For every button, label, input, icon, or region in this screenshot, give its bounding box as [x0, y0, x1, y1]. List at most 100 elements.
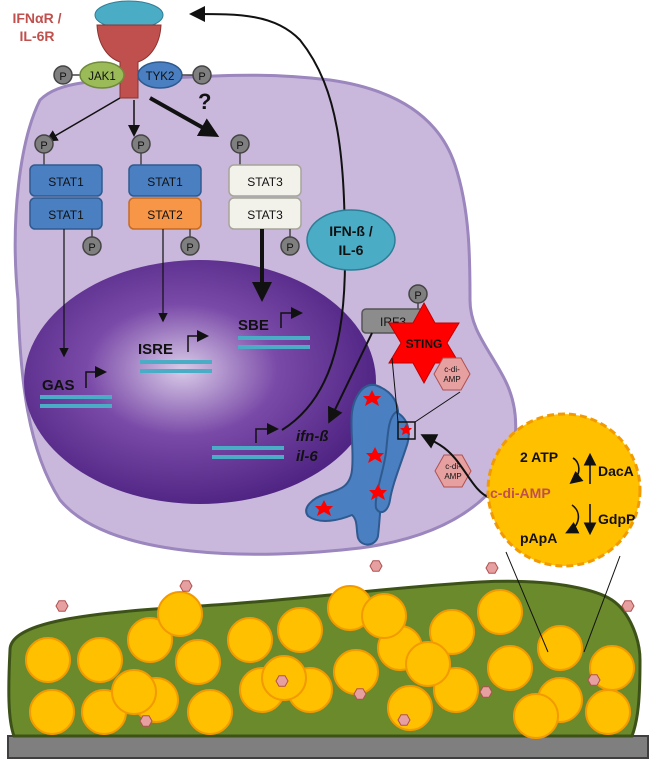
svg-text:P: P — [236, 140, 243, 152]
free-cdiamp-10 — [587, 674, 601, 686]
gene-label-ifnb: ifn-ß — [296, 428, 328, 445]
phospho-irf3 — [408, 284, 428, 304]
cdiamp-hexagon-entering — [434, 454, 472, 488]
coccus-23 — [585, 689, 631, 735]
papa-label: pApA — [520, 530, 557, 546]
isre-label: ISRE — [138, 341, 173, 358]
cdiamp-hexagon-sting — [433, 357, 471, 391]
svg-text:P: P — [137, 140, 144, 152]
coccus-4 — [227, 617, 273, 663]
stat-box-1b — [29, 197, 103, 230]
svg-text:P: P — [414, 290, 421, 302]
free-cdiamp-7 — [353, 688, 367, 700]
cytokine-label-line2: IL-6 — [339, 242, 364, 258]
zoom-box — [397, 421, 416, 440]
secretion-feedback-arrow — [189, 6, 347, 431]
free-cdiamp-8 — [397, 714, 411, 726]
stat-label-2a: STAT1 — [147, 175, 183, 189]
tyk2-label: TYK2 — [146, 71, 175, 83]
svg-text:c-di-: c-di- — [444, 365, 460, 374]
coccus-24 — [111, 669, 157, 715]
coccus-0 — [25, 637, 71, 683]
phospho-tyk2-label: P — [198, 71, 205, 83]
arrow-to-stat1-homodimer — [45, 97, 121, 142]
receptor-label-line2: IL-6R — [20, 28, 55, 44]
free-cdiamp-4 — [621, 600, 635, 612]
phospho-jak1-label: P — [59, 71, 66, 83]
receptor-label-line1: IFNαR / — [12, 10, 61, 26]
free-cdiamp-2 — [369, 560, 383, 572]
svg-text:AMP: AMP — [444, 472, 461, 481]
coccus-27 — [361, 593, 407, 639]
coccus-15 — [187, 689, 233, 735]
svg-text:c-di-: c-di- — [445, 462, 461, 471]
svg-text:P: P — [88, 242, 95, 254]
stat-box-2b — [128, 197, 202, 230]
coccus-25 — [157, 591, 203, 637]
phospho-stat-2b — [180, 236, 200, 256]
atp-label: 2 ATP — [520, 449, 558, 465]
free-cdiamp-particles — [55, 560, 635, 727]
free-cdiamp-9 — [479, 686, 493, 698]
substrate-surface — [7, 735, 649, 759]
receptor-body — [96, 24, 162, 99]
stat-label-1a: STAT1 — [48, 175, 84, 189]
arrow-irf3-to-gene — [328, 332, 373, 424]
gas-label: GAS — [42, 377, 75, 394]
coccus-5 — [277, 607, 323, 653]
stat-label-3a: STAT3 — [247, 175, 283, 189]
biofilm-cocci — [25, 585, 635, 739]
svg-text:AMP: AMP — [443, 375, 460, 384]
free-cdiamp-0 — [55, 600, 69, 612]
phospho-stat-2a — [131, 134, 151, 154]
free-cdiamp-1 — [179, 580, 193, 592]
coccus-12 — [29, 689, 75, 735]
free-cdiamp-6 — [139, 715, 153, 727]
free-cdiamp-3 — [485, 562, 499, 574]
question-mark: ? — [198, 89, 211, 114]
sting-label: STING — [406, 337, 443, 351]
gdpp-label: GdpP — [598, 511, 635, 527]
phospho-tyk2-circle — [192, 65, 212, 85]
stat-box-1a — [29, 164, 103, 197]
arrow-to-stat3 — [149, 96, 220, 137]
coccus-3 — [175, 639, 221, 685]
phospho-stat-3a — [230, 134, 250, 154]
svg-text:P: P — [40, 140, 47, 152]
er-sting-stars — [315, 390, 387, 516]
phospho-stat-1b — [82, 236, 102, 256]
stat-label-3b: STAT3 — [247, 208, 283, 222]
coccus-29 — [513, 693, 559, 739]
jak1-kinase — [79, 61, 125, 89]
coccus-28 — [405, 641, 451, 687]
free-cdiamp-5 — [275, 675, 289, 687]
bacterium-zoom — [486, 412, 642, 568]
stat-box-3b — [228, 197, 302, 230]
coccus-8 — [429, 609, 475, 655]
cytokine-bubble — [306, 209, 396, 271]
daca-label: DacA — [598, 463, 634, 479]
nucleus — [24, 260, 376, 504]
svg-text:P: P — [286, 242, 293, 254]
stat-label-1b: STAT1 — [48, 208, 84, 222]
coccus-18 — [333, 649, 379, 695]
gene-label-il6: il-6 — [296, 448, 318, 465]
stat-label-2b: STAT2 — [147, 208, 183, 222]
stat-box-2a — [128, 164, 202, 197]
cdiamp-center-label: c-di-AMP — [490, 485, 551, 501]
phospho-stat-1a — [34, 134, 54, 154]
coccus-9 — [477, 589, 523, 635]
cytokine-label-line1: IFN-ß / — [329, 223, 373, 239]
coccus-21 — [487, 645, 533, 691]
arrow-cdiamp-into-cell — [420, 434, 491, 499]
coccus-2 — [127, 617, 173, 663]
phospho-stat-3b — [280, 236, 300, 256]
coccus-10 — [537, 625, 583, 671]
svg-text:P: P — [186, 242, 193, 254]
endoplasmic-reticulum-lobe — [374, 410, 410, 514]
jak1-label: JAK1 — [88, 71, 116, 83]
coccus-19 — [387, 685, 433, 731]
coccus-1 — [77, 637, 123, 683]
